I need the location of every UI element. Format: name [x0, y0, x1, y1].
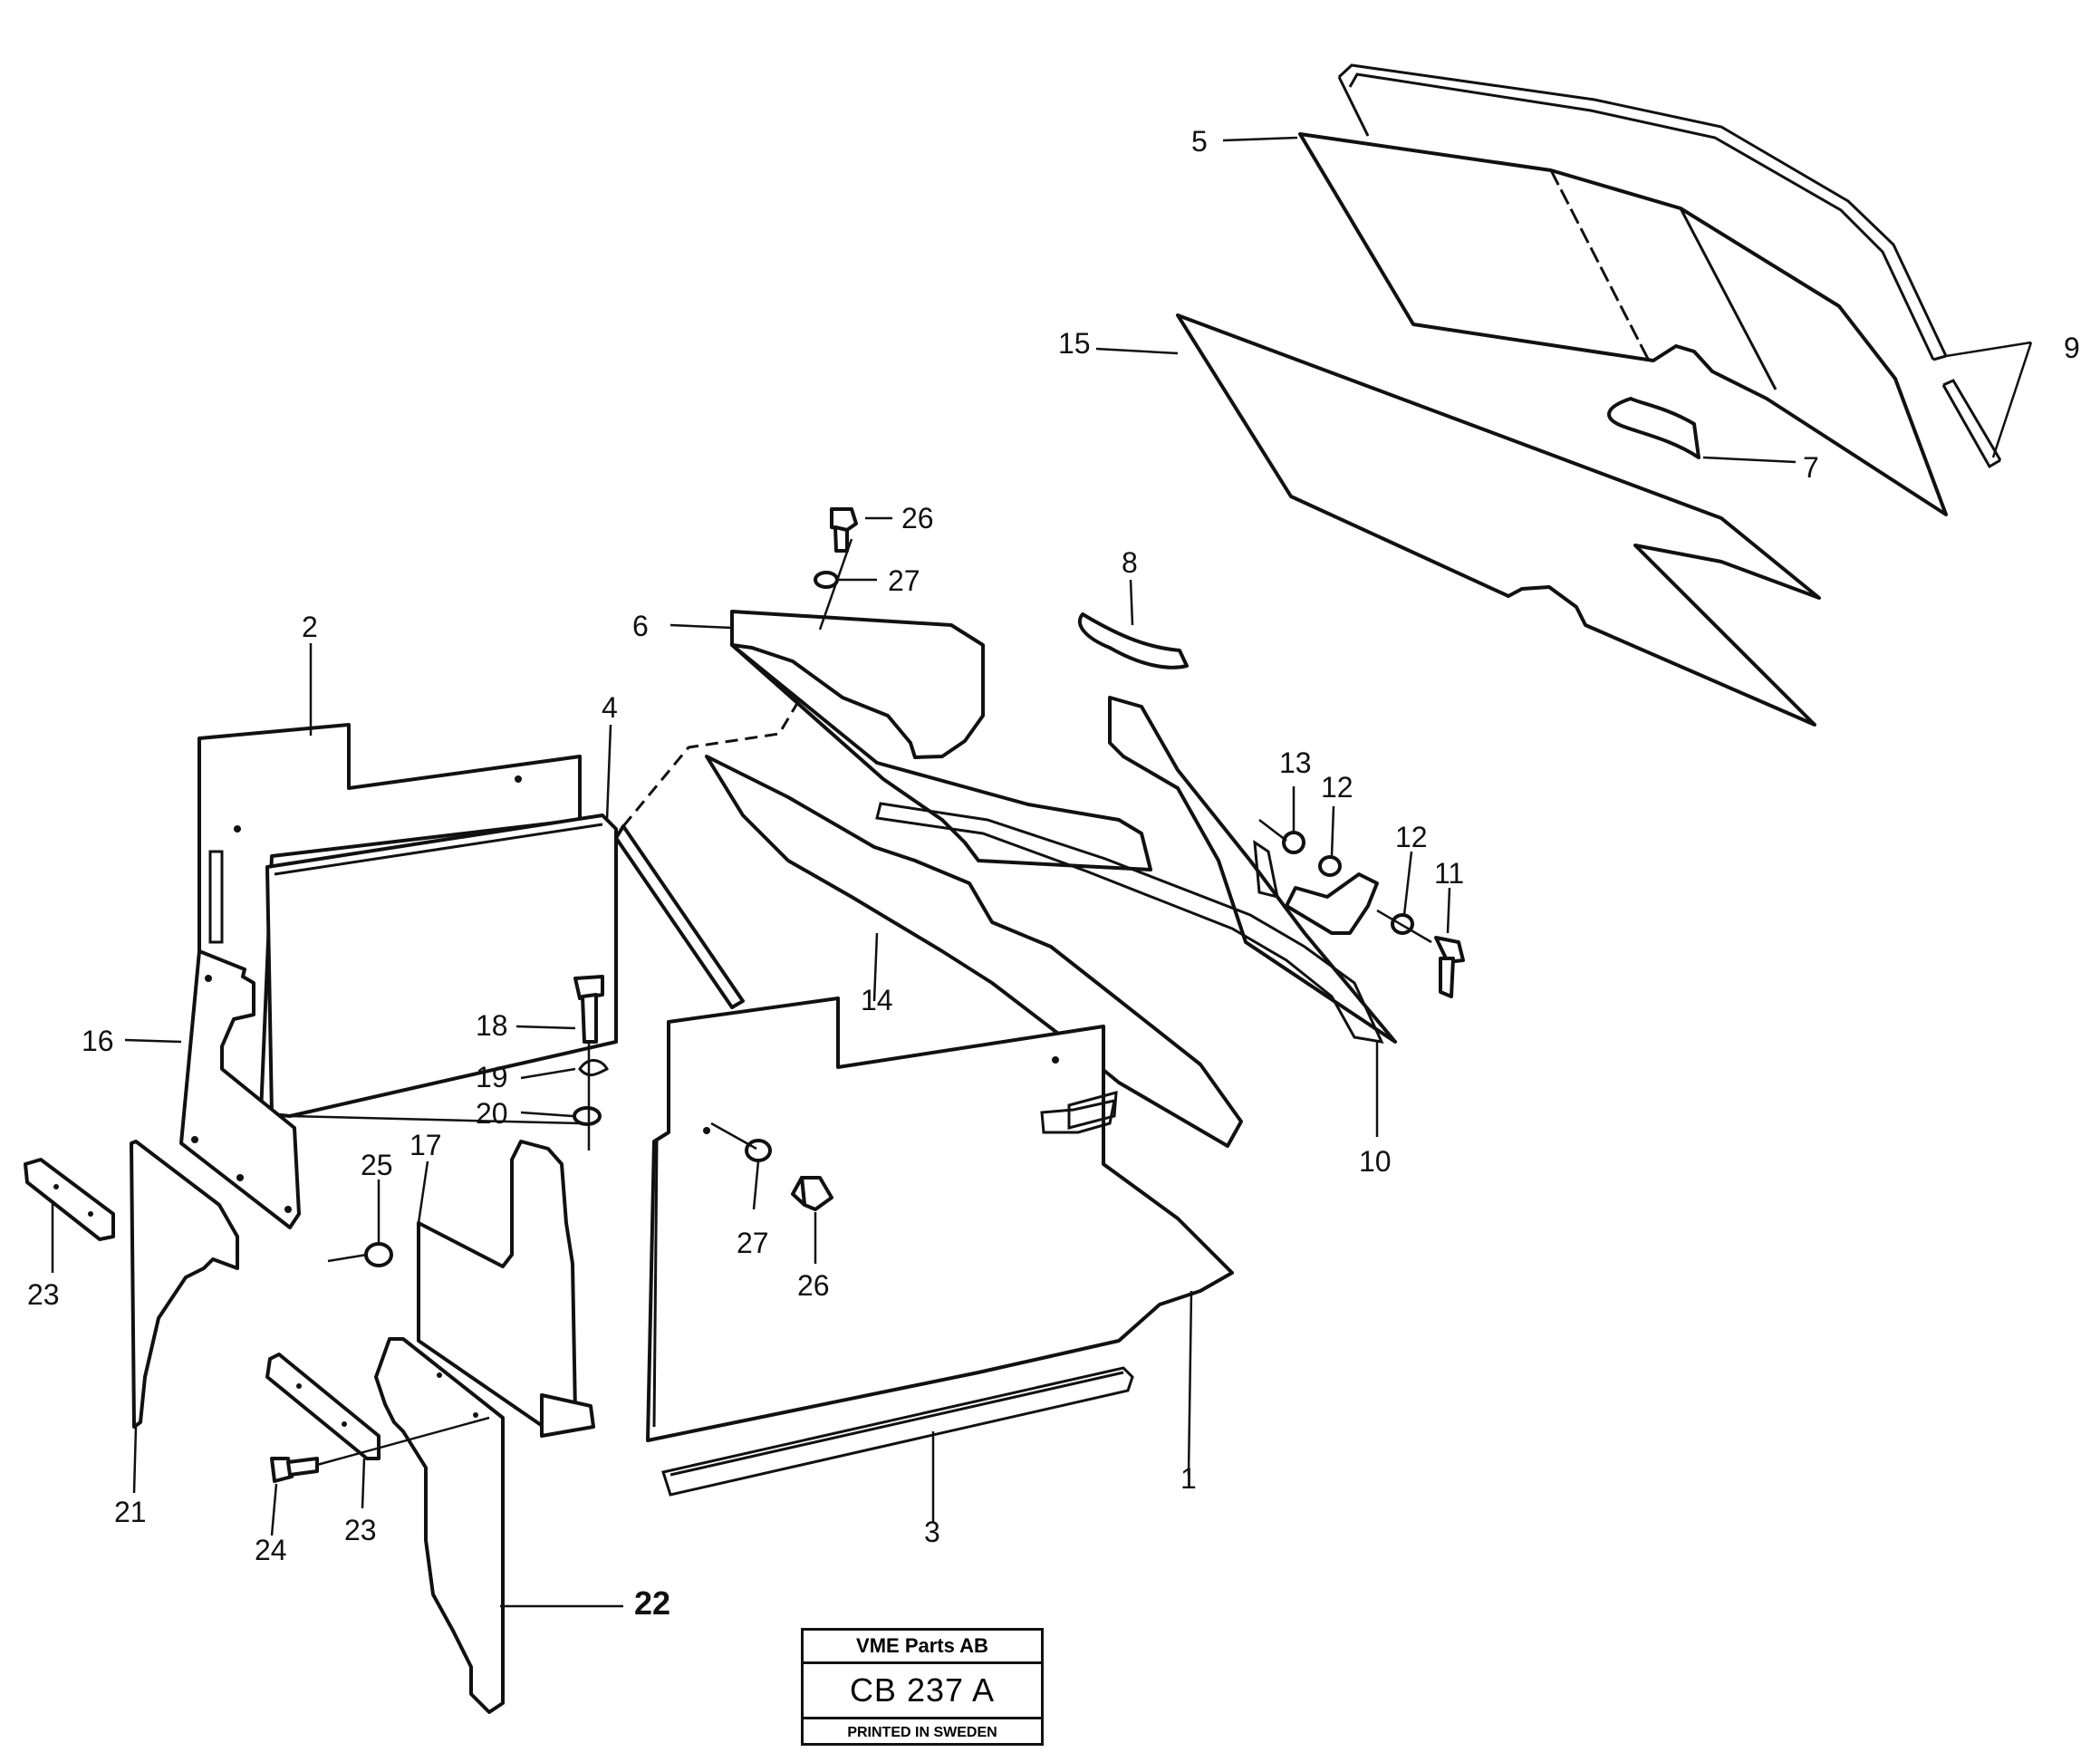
- callout-8: 8: [1122, 546, 1138, 579]
- callout-2: 2: [302, 611, 318, 643]
- callout-25: 25: [361, 1149, 393, 1181]
- callout-1: 1: [1180, 1462, 1197, 1495]
- part-23-strip-left: [24, 1158, 115, 1241]
- part-1-front-panel: [646, 997, 1234, 1442]
- part-23-strip-bottom: [265, 1353, 381, 1460]
- part-4-strip: [614, 695, 804, 1009]
- part-22-long-bracket: [374, 1337, 505, 1714]
- callout-7: 7: [1803, 451, 1819, 484]
- part-5-upper-panel: [1298, 132, 1948, 516]
- callout-22: 22: [634, 1584, 670, 1622]
- callout-5: 5: [1191, 125, 1208, 158]
- callout-18: 18: [476, 1009, 508, 1042]
- callout-3: 3: [924, 1516, 940, 1548]
- callout-10: 10: [1359, 1145, 1392, 1178]
- callout-21: 21: [114, 1496, 147, 1528]
- part-9-seal-strip: [1337, 63, 2002, 469]
- title-block: VME Parts AB CB 237 A PRINTED IN SWEDEN: [801, 1628, 1044, 1746]
- title-block-printed-note: PRINTED IN SWEDEN: [847, 1725, 997, 1740]
- hardware: [270, 507, 1465, 1483]
- callout-labels: 5 15 9 7 8 26 27 6 2 4 14 13 12 12 11 10…: [27, 125, 2080, 1622]
- part-17-bracket: [417, 1140, 595, 1438]
- title-block-company: VME Parts AB: [804, 1631, 1041, 1664]
- callout-26-mid: 26: [797, 1269, 830, 1302]
- part-15-large-panel: [1176, 313, 1821, 727]
- part-8-small-seal: [1077, 612, 1189, 669]
- callout-17: 17: [409, 1129, 442, 1161]
- title-block-drawing-code: CB 237 A: [804, 1664, 1041, 1719]
- callout-24: 24: [255, 1534, 287, 1566]
- part-14-side-cover: [705, 755, 1243, 1148]
- part-6-side-cover: [730, 610, 1397, 1044]
- callout-23-left: 23: [27, 1278, 60, 1311]
- callout-12-lower: 12: [1395, 821, 1428, 853]
- callout-27-mid: 27: [737, 1227, 769, 1259]
- part-10-rubber-strip: [875, 802, 1384, 1044]
- callout-leaders: [51, 136, 2033, 1608]
- part-3-bottom-strip: [661, 1366, 1134, 1497]
- callout-20: 20: [476, 1097, 508, 1130]
- callout-26-top: 26: [901, 502, 934, 534]
- part-7-curved-seal: [1607, 397, 1700, 459]
- callout-14: 14: [861, 984, 893, 1016]
- callout-27-top: 27: [888, 564, 920, 597]
- part-21-curved-bracket: [130, 1140, 239, 1429]
- callout-6: 6: [632, 610, 649, 642]
- callout-9: 9: [2064, 332, 2080, 364]
- callout-16: 16: [82, 1025, 114, 1057]
- callout-12-upper: 12: [1321, 771, 1353, 804]
- part-16-bracket: [179, 949, 301, 1229]
- callout-23-bottom: 23: [344, 1514, 377, 1546]
- callout-13: 13: [1279, 746, 1312, 779]
- callout-11: 11: [1434, 857, 1464, 890]
- callout-15: 15: [1058, 327, 1091, 360]
- callout-19: 19: [476, 1061, 508, 1093]
- callout-4: 4: [602, 691, 618, 724]
